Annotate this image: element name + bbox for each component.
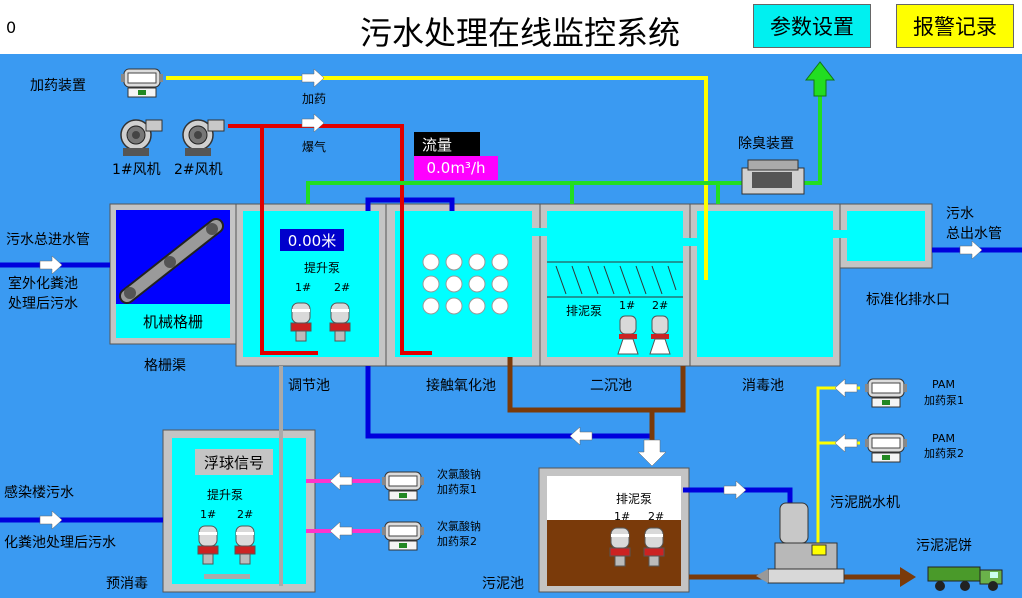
inlet-septic-label-b: 处理后污水 xyxy=(8,296,78,312)
outlet-tank-label: 标准化排水口 xyxy=(866,292,950,308)
page-title: 污水处理在线监控系统 xyxy=(359,14,680,52)
dewatering-machine-icon xyxy=(756,502,845,584)
aeration-arrow-label: 爆气 xyxy=(302,140,327,154)
pam-pump1-label-a: PAM xyxy=(932,378,955,391)
inlet-main-label: 污水总进水管 xyxy=(6,232,90,248)
outlet-tank xyxy=(839,203,933,269)
screen-machine-label: 机械格栅 xyxy=(142,312,203,331)
secondary-clarifier-tank xyxy=(539,203,691,367)
inlet-septic-label-a: 室外化粪池 xyxy=(8,276,78,292)
fan2-icon xyxy=(182,119,225,157)
naclo-pump2-label-a: 次氯酸钠 xyxy=(437,520,481,533)
dosing-device-label: 加药装置 xyxy=(30,78,86,94)
dosing-arrow-label: 加药 xyxy=(302,92,327,106)
alarm-records-button[interactable]: 报警记录 xyxy=(896,4,1014,48)
disinfection-tank xyxy=(689,203,841,367)
process-diagram: 流量 0.0m³/h 0.00米 机械格栅 浮球信号 加药装置 1#风机 2#风… xyxy=(0,54,1022,598)
dosing-device-icon xyxy=(120,68,164,98)
screen-channel-label: 格栅渠 xyxy=(144,358,186,374)
odor-pipes xyxy=(306,88,822,204)
pam-pump2-label-a: PAM xyxy=(932,432,955,445)
aerator-grid xyxy=(422,253,509,315)
sludge-pump2-label: 2# xyxy=(648,510,665,523)
pam-pump1-label-b: 加药泵1 xyxy=(924,394,964,407)
outlet-label-b: 总出水管 xyxy=(946,226,1002,242)
pre-lift-pump-label: 提升泵 xyxy=(207,488,244,502)
infect-label-a: 感染楼污水 xyxy=(4,485,74,501)
contact-oxidation-label: 接触氧化池 xyxy=(426,378,496,394)
sludge-truck-icon xyxy=(927,566,1003,591)
naclo-pump2-label-b: 加药泵2 xyxy=(437,535,477,548)
counter-value: 0 xyxy=(6,18,17,37)
dewatering-label: 污泥脱水机 xyxy=(830,495,900,511)
sludge-pump1-label: 1# xyxy=(614,510,631,523)
fan1-label: 1#风机 xyxy=(112,162,161,178)
pre-pump1-label: 1# xyxy=(200,508,217,521)
dosing-pipe xyxy=(166,76,708,280)
naclo-pump-icons xyxy=(381,471,425,551)
regulating-label: 调节池 xyxy=(288,378,330,394)
screen-machine-icon xyxy=(119,218,224,304)
vent-arrow xyxy=(804,61,836,97)
pump2-label: 2# xyxy=(334,281,351,294)
sludge-tank-label: 污泥池 xyxy=(482,576,524,592)
deodorizer-label: 除臭装置 xyxy=(738,136,794,152)
sludge-pump-label: 排泥泵 xyxy=(566,304,603,318)
lift-pump-label: 提升泵 xyxy=(304,261,341,275)
pre-disinfection-label: 预消毒 xyxy=(106,576,148,592)
params-button[interactable]: 参数设置 xyxy=(753,4,871,48)
deodorizer-icon xyxy=(741,159,805,195)
clarifier-pump2-label: 2# xyxy=(652,299,669,312)
pam-pump-icons xyxy=(864,378,908,463)
title-bar: 0 污水处理在线监控系统 参数设置 报警记录 xyxy=(0,0,1022,54)
sludge-tank-pump-label: 排泥泵 xyxy=(616,492,653,506)
secondary-clarifier-label: 二沉池 xyxy=(590,378,632,394)
contact-oxidation-tank xyxy=(385,203,541,367)
pam-pump2-label-b: 加药泵2 xyxy=(924,447,964,460)
pump1-label: 1# xyxy=(295,281,312,294)
sludge-cake-label: 污泥泥饼 xyxy=(916,538,972,554)
naclo-pump1-label-a: 次氯酸钠 xyxy=(437,468,481,481)
outlet-label-a: 污水 xyxy=(946,206,974,222)
sludge-pipes xyxy=(507,357,902,580)
disinfection-label: 消毒池 xyxy=(742,378,784,394)
level-value: 0.00米 xyxy=(280,229,344,251)
flow-value: 0.0m³/h xyxy=(414,156,498,180)
fan2-label: 2#风机 xyxy=(174,162,223,178)
infect-label-b: 化粪池处理后污水 xyxy=(4,535,116,551)
flow-title: 流量 xyxy=(414,132,480,156)
float-signal-indicator[interactable]: 浮球信号 xyxy=(195,449,273,475)
pre-pump2-label: 2# xyxy=(237,508,254,521)
naclo-pump1-label-b: 加药泵1 xyxy=(437,483,477,496)
fan1-icon xyxy=(120,119,163,157)
process-graphics xyxy=(0,61,1022,593)
clarifier-pump1-label: 1# xyxy=(619,299,636,312)
lift-pump-icons xyxy=(197,302,351,579)
